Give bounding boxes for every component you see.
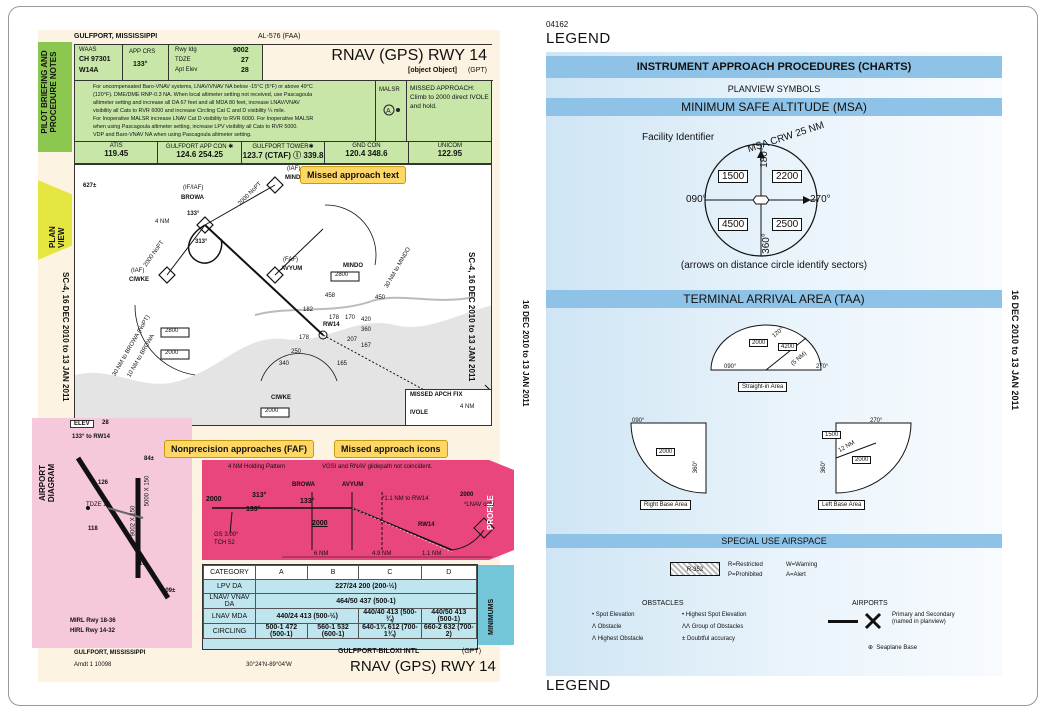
callout-faf: Nonprecision approaches (FAF) [164, 440, 315, 458]
waas-box: WAAS CH 97301 W14A [75, 45, 123, 81]
callout-missed-approach-text: Missed approach text [300, 166, 407, 184]
airport-runway-icon [828, 612, 882, 630]
profile-tab-label: PROFILE [486, 495, 495, 530]
profile-view: 4 NM Holding Pattern VGSI and RNAV glide… [202, 460, 514, 560]
msa-diagram [704, 143, 818, 257]
freq-tower: GULFPORT TOWER✱123.7 (CTAF) ⓛ 339.8 [242, 142, 326, 163]
legend-highest-obstacle: Λ Highest Obstacle [592, 636, 644, 642]
plan-view-map [75, 176, 491, 425]
header-chart-number: AL-576 (FAA) [258, 33, 301, 40]
planview-symbols-heading: PLANVIEW SYMBOLS [727, 84, 821, 94]
minimums-table: CATEGORY A B C D LPV DA 227/24 200 (200-… [202, 564, 478, 650]
obstacles-heading: OBSTACLES [642, 600, 684, 607]
approach-plate: GULFPORT, MISSISSIPPI AL-576 (FAA) PILOT… [32, 30, 514, 682]
taa-heading: TERMINAL ARRIVAL AREA (TAA) [546, 290, 1002, 308]
svg-text:A: A [386, 108, 391, 115]
header-location: GULFPORT, MISSISSIPPI [74, 33, 158, 40]
legend-group-obstacles: ΛΛ Group of Obstacles [682, 624, 744, 630]
legend-obstacle: Λ Obstacle [592, 624, 622, 630]
legend-main-band: INSTRUMENT APPROACH PROCEDURES (CHARTS) [546, 56, 1002, 78]
footer-title: RNAV (GPS) RWY 14 [350, 658, 496, 675]
freq-approach: GULFPORT APP CON ✱124.6 254.25 [158, 142, 242, 163]
footer-amendment: Amdt 1 10098 [74, 662, 112, 668]
legend-title-bottom: LEGEND [546, 677, 611, 694]
taa-straight-diagram [710, 324, 822, 371]
taa-left-label: Left Base Area [818, 500, 866, 510]
runway-info-box: Rwy Idg 9002 TDZE 27 Apt Elev 28 [169, 45, 263, 81]
sua-heading: SPECIAL USE AIRSPACE [546, 534, 1002, 548]
footer-coordinates: 30°24'N-89°04'W [246, 662, 292, 668]
app-crs-box: APP CRS 133° [123, 45, 169, 81]
taa-left-diagram [835, 422, 912, 494]
plate-airport: [object Object] [407, 67, 457, 74]
plan-view: 627± (IF/IAF) BROWA (IAF) MINDO (IAF) CI… [74, 164, 492, 426]
plate-side-date: SC-4, 16 DEC 2010 to 13 JAN 2011 [467, 252, 476, 382]
briefing-notes: For uncompensated Baro-VNAV systems, LNA… [93, 84, 314, 138]
legend-side-date: 16 DEC 2010 to 13 JAN 2011 [1010, 290, 1020, 411]
fix-browa: BROWA [181, 195, 204, 201]
title-box: RNAV (GPS) RWY 14 [object Object] (GPT) [263, 45, 493, 81]
runway-diagram [75, 456, 171, 600]
plate-title: RNAV (GPS) RWY 14 [331, 47, 487, 64]
legend-doubtful: ± Doubtful accuracy [682, 636, 735, 642]
taa-right-diagram [630, 422, 707, 494]
airports-heading: AIRPORTS [852, 600, 888, 607]
legend-spot-elevation: • Spot Elevation [592, 612, 635, 618]
legend-seaplane: ⊕ Seaplane Base [868, 645, 918, 651]
pilot-briefing-tab: PILOT BRIEFING AND PROCEDURE NOTES [38, 42, 72, 152]
taa-right-label: Right Base Area [640, 500, 692, 510]
msa-caption: (arrows on distance circle identify sect… [680, 260, 868, 271]
legend-number: 04162 [546, 20, 569, 29]
briefing-box: WAAS CH 97301 W14A APP CRS 133° Rwy Idg … [74, 44, 493, 143]
plate-side-date-left: SC-4, 16 DEC 2010 to 13 JAN 2011 [61, 272, 70, 402]
legend-panel: INSTRUMENT APPROACH PROCEDURES (CHARTS) … [546, 52, 1002, 676]
fix-avyum: AVYUM [281, 266, 303, 272]
plan-view-tab: PLAN VIEW [38, 180, 72, 260]
restricted-area-sample: R-352 [670, 562, 720, 576]
callout-missed-approach-icons: Missed approach icons [334, 440, 448, 458]
outer-side-date: 16 DEC 2010 to 13 JAN 2011 [521, 300, 530, 407]
legend-highest-spot: • Highest Spot Elevation [682, 612, 747, 618]
fix-mindo: MINDO [285, 175, 305, 181]
malsr-icon: A [383, 104, 400, 116]
legend-title: LEGEND [546, 30, 611, 47]
spot-elevation-627: 627± [83, 183, 97, 189]
footer-location: GULFPORT, MISSISSIPPI [74, 650, 146, 656]
footer-airport: GULFPORT-BILOXI INTL [338, 648, 420, 655]
minimums-tab: MINIMUMS [478, 565, 514, 645]
missed-approach-text: MISSED APPROACH: Climb to 2000 direct IV… [410, 85, 489, 110]
msa-heading: MINIMUM SAFE ALTITUDE (MSA) [546, 98, 1002, 116]
fix-ciwke: CIWKE [129, 277, 149, 283]
missed-approach-fix-box: MISSED APCH FIX IVOLE 4 NM [405, 389, 491, 425]
taa-straight-label: Straight-in Area [738, 382, 788, 392]
facility-identifier-label: Facility Identifier [642, 132, 715, 143]
malsr-box: MALSR A [375, 81, 407, 143]
profile-graphic [212, 492, 495, 558]
fix-rw14: RW14 [323, 322, 340, 328]
